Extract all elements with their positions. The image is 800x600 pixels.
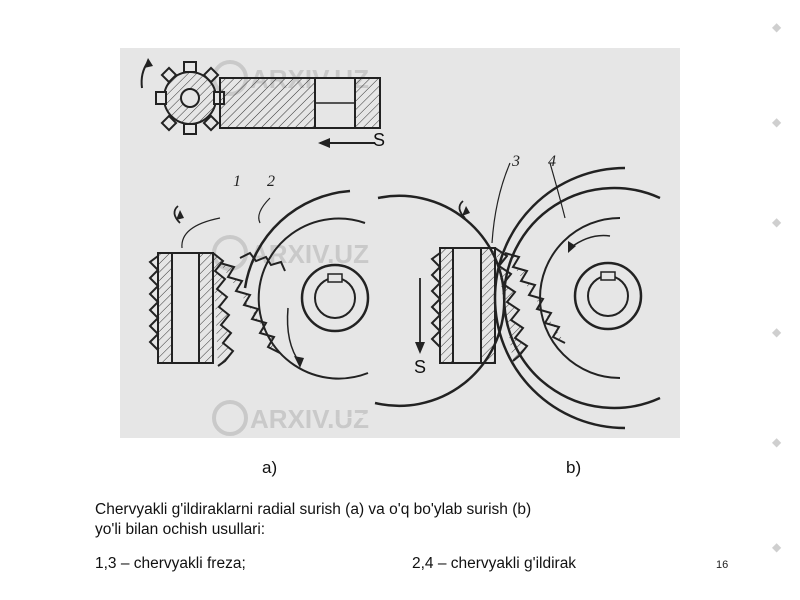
legend-left: 1,3 – chervyakli freza; <box>95 555 246 572</box>
assembly-a: 1 2 <box>148 173 506 419</box>
svg-text:ARXIV.UZ: ARXIV.UZ <box>250 404 369 434</box>
side-marker: ◆ <box>772 115 782 129</box>
caption-line-2: yo'li bilan ochish usullari: <box>95 521 266 538</box>
assembly-b: 3 4 S <box>414 153 661 430</box>
feed-label-s-bottom: S <box>414 357 426 377</box>
side-marker: ◆ <box>772 20 782 34</box>
figure-caption: Chervyakli g'ildiraklarni radial surish … <box>95 500 735 540</box>
sublabel-a: a) <box>262 458 278 477</box>
side-marker: ◆ <box>772 540 782 554</box>
feed-label-s-top: S <box>373 130 385 150</box>
legend-right: 2,4 – chervyakli g'ildirak <box>412 555 577 572</box>
part-number-3: 3 <box>511 153 520 170</box>
svg-text:ARXIV.UZ: ARXIV.UZ <box>250 239 369 269</box>
page-number: 16 <box>716 559 729 571</box>
sublabel-b: b) <box>566 458 582 477</box>
part-number-2: 2 <box>267 173 275 190</box>
top-cutter-view: S <box>140 58 385 150</box>
part-number-4: 4 <box>548 153 556 170</box>
side-marker: ◆ <box>772 325 782 339</box>
side-marker: ◆ <box>772 435 782 449</box>
gear-cutting-figure: ARXIV.UZ ARXIV.UZ ARXIV.UZ <box>120 48 680 438</box>
part-number-1: 1 <box>233 173 241 190</box>
figure-drawing: ARXIV.UZ ARXIV.UZ ARXIV.UZ <box>140 58 661 436</box>
side-marker: ◆ <box>772 215 782 229</box>
caption-line-1: Chervyakli g'ildiraklarni radial surish … <box>95 501 532 518</box>
